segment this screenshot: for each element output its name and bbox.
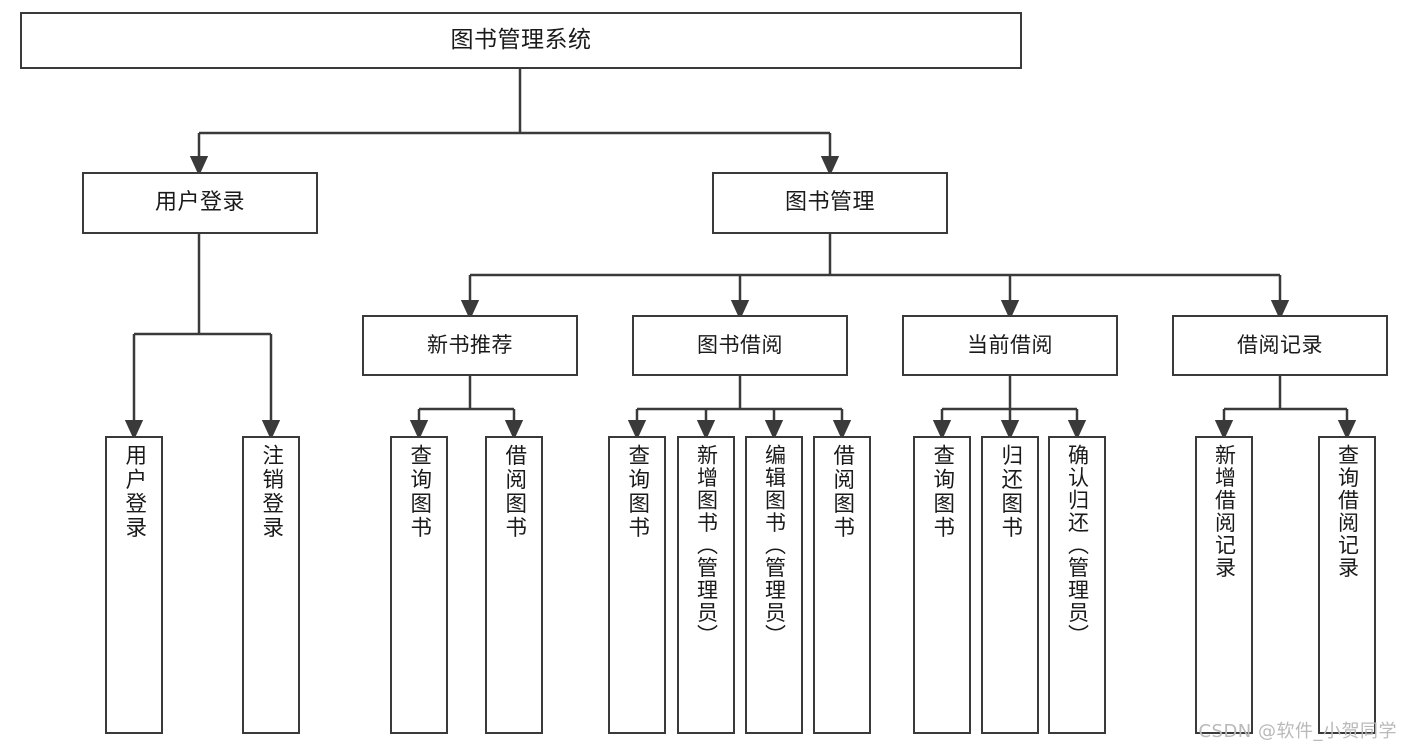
node-label: 查询图书 [624, 444, 650, 540]
leaf-book-borrow-edit-book-admin[interactable]: 编辑图书（管理员） [745, 436, 803, 734]
leaf-user-login-login[interactable]: 用户登录 [105, 436, 163, 734]
node-user-login[interactable]: 用户登录 [82, 172, 318, 234]
node-label: 借阅图书 [829, 444, 855, 540]
node-label: 新增图书（管理员） [694, 444, 719, 647]
leaf-new-book-borrow-book[interactable]: 借阅图书 [485, 436, 543, 734]
node-borrow-record[interactable]: 借阅记录 [1172, 315, 1388, 376]
leaf-book-borrow-query-book[interactable]: 查询图书 [608, 436, 666, 734]
leaf-book-borrow-add-book-admin[interactable]: 新增图书（管理员） [677, 436, 735, 734]
node-label: 新书推荐 [427, 333, 513, 358]
leaf-book-borrow-borrow-book[interactable]: 借阅图书 [813, 436, 871, 734]
node-label: 图书管理 [784, 190, 875, 216]
leaf-current-borrow-return-book[interactable]: 归还图书 [981, 436, 1039, 734]
node-label: 借阅图书 [501, 444, 527, 540]
leaf-borrow-record-query-record[interactable]: 查询借阅记录 [1318, 436, 1376, 734]
node-current-borrow[interactable]: 当前借阅 [902, 315, 1118, 376]
node-label: 编辑图书（管理员） [762, 444, 787, 647]
leaf-current-borrow-query-book[interactable]: 查询图书 [913, 436, 971, 734]
node-label: 查询图书 [406, 444, 432, 540]
node-new-book-recommend[interactable]: 新书推荐 [362, 315, 578, 376]
leaf-borrow-record-add-record[interactable]: 新增借阅记录 [1195, 436, 1253, 734]
node-label: 借阅记录 [1237, 333, 1323, 358]
node-label: 确认归还（管理员） [1065, 444, 1090, 647]
node-label: 用户登录 [121, 444, 147, 540]
node-label: 新增借阅记录 [1212, 444, 1237, 579]
node-label: 归还图书 [997, 444, 1023, 540]
leaf-user-login-logout[interactable]: 注销登录 [242, 436, 300, 734]
leaf-current-borrow-confirm-return-admin[interactable]: 确认归还（管理员） [1048, 436, 1106, 734]
node-label: 用户登录 [154, 190, 245, 216]
node-label: 图书管理系统 [450, 26, 592, 53]
node-label: 查询图书 [929, 444, 955, 540]
node-label: 当前借阅 [967, 333, 1053, 358]
node-label: 图书借阅 [697, 333, 783, 358]
node-label: 查询借阅记录 [1335, 444, 1360, 579]
node-book-management[interactable]: 图书管理 [712, 172, 948, 234]
node-book-borrow[interactable]: 图书借阅 [632, 315, 848, 376]
leaf-new-book-query-book[interactable]: 查询图书 [390, 436, 448, 734]
node-label: 注销登录 [258, 444, 284, 540]
node-root-book-management-system[interactable]: 图书管理系统 [20, 12, 1022, 69]
